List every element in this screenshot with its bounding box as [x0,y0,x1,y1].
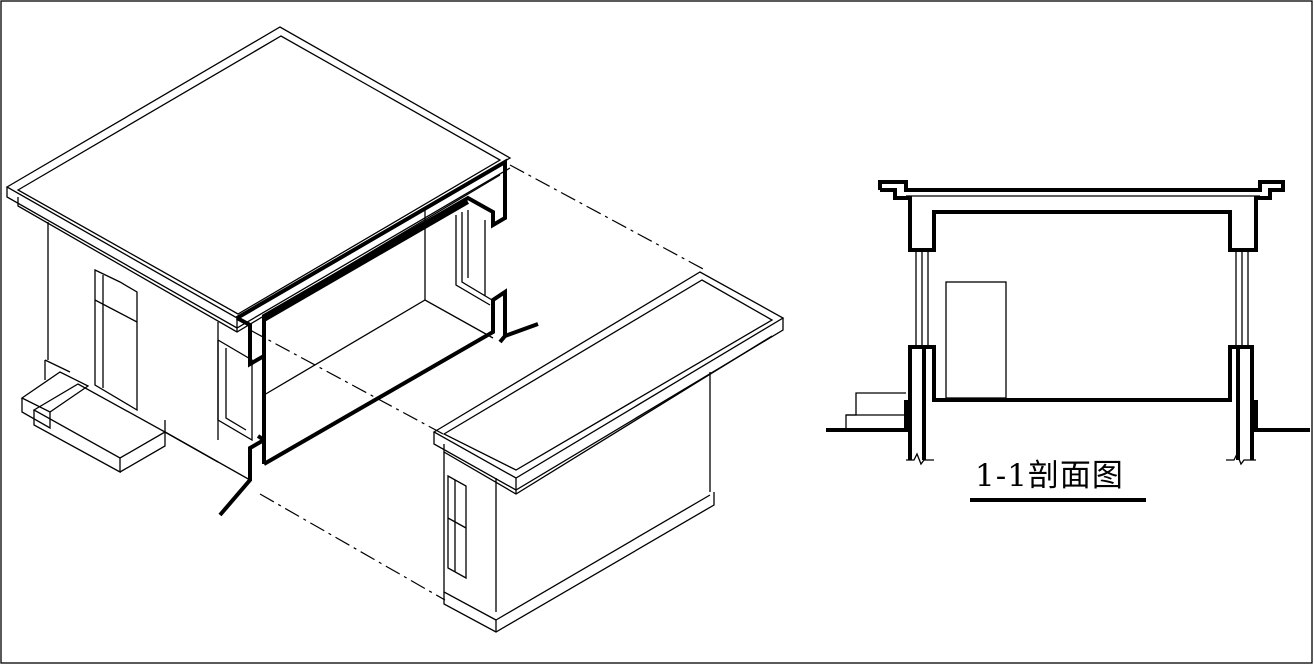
section-1-1-drawing [826,180,1310,466]
cut-section-outline [218,158,539,517]
front-block-walls [443,372,715,633]
section-title: 1-1剖面图 [975,458,1124,494]
back-roof-slab [5,26,512,333]
section-ground [826,392,1310,432]
front-roof-slab [432,271,785,495]
cut-interior [263,210,494,396]
back-block-walls [47,222,253,482]
projection-lines [249,164,706,601]
section-roof [878,180,1285,252]
section-walls [906,252,1256,466]
entrance-steps [20,359,167,474]
section-interior-door [945,281,1007,399]
isometric-cutaway-view [5,26,785,633]
